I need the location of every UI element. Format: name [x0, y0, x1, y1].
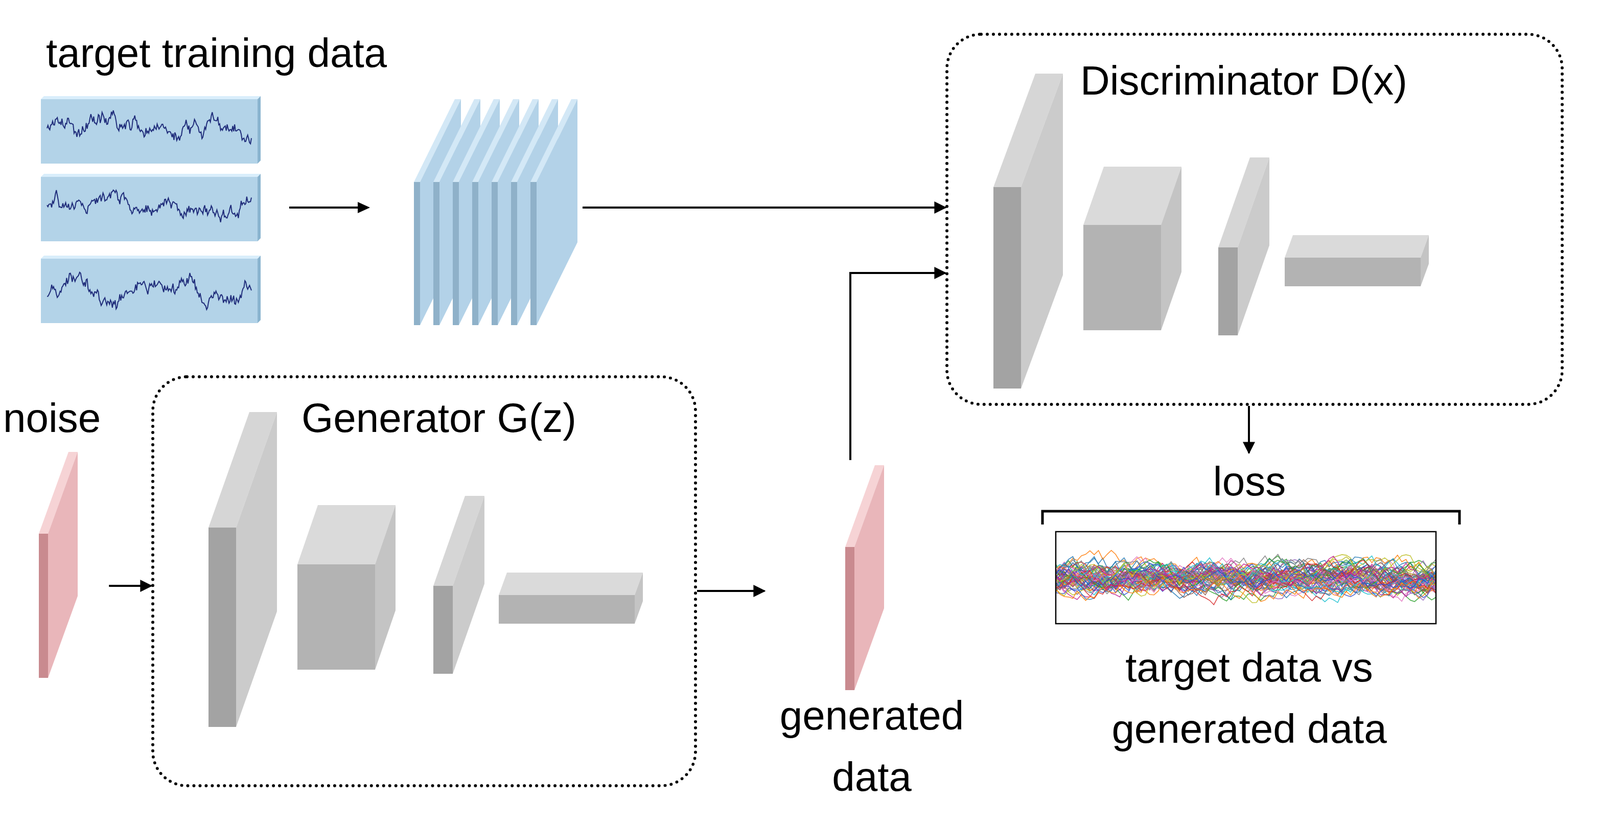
node-title: Discriminator D(x)	[1080, 56, 1408, 106]
layer-side	[1420, 235, 1429, 287]
signal-waveform	[47, 190, 252, 223]
panel-side	[257, 173, 261, 242]
layer-front	[498, 594, 635, 624]
network-layer	[993, 73, 1063, 389]
layer-side	[236, 411, 277, 727]
data-panel	[40, 173, 261, 242]
layer-front	[511, 181, 518, 326]
layer-side	[375, 504, 396, 670]
layer-front	[491, 181, 498, 326]
internal-arrow	[289, 201, 370, 214]
layer-side	[48, 451, 78, 678]
data-slice	[433, 99, 481, 326]
data-slice	[530, 99, 578, 326]
layer-front	[530, 181, 537, 326]
panel-face	[40, 99, 258, 164]
layer-front	[433, 181, 440, 326]
layer-front	[208, 527, 237, 727]
data-panel	[40, 255, 261, 323]
layer-front	[1218, 247, 1238, 336]
data-slice	[452, 99, 500, 326]
node-title: generated data	[764, 684, 980, 808]
signal-waveform	[47, 110, 252, 144]
layer-side	[1021, 73, 1063, 389]
arrow-connector	[108, 584, 152, 587]
layer-top	[1284, 235, 1429, 258]
arrow-connector	[1247, 405, 1250, 453]
node-title: loss	[1032, 456, 1467, 506]
generator-box: Generator G(z)	[151, 375, 698, 787]
discriminator-box: Discriminator D(x)	[945, 32, 1564, 406]
data-panel	[40, 96, 261, 164]
data-slice	[491, 99, 539, 326]
noise-vector: noise	[3, 393, 109, 680]
panel-face	[40, 258, 258, 323]
panel-top	[40, 96, 261, 100]
generated-data-vector: generated data	[764, 459, 988, 813]
noise-slab	[38, 451, 78, 678]
layer-front	[413, 181, 421, 326]
node-title: target training data	[45, 28, 387, 78]
plot-frame	[1055, 531, 1436, 624]
bracket	[1042, 511, 1460, 525]
layer-side	[452, 495, 485, 674]
arrow-connector	[582, 206, 946, 209]
network-layer	[297, 504, 396, 670]
training-data-group: target training data	[40, 28, 583, 331]
layer-front	[472, 181, 479, 326]
loss-panel: loss target data vs generated data	[1032, 452, 1475, 770]
layer-side	[1161, 166, 1182, 331]
arrow-connector	[850, 272, 946, 460]
panel-side	[257, 255, 261, 323]
node-title: Generator G(z)	[301, 393, 577, 443]
network-layer	[208, 411, 277, 727]
network-layer	[433, 495, 485, 674]
layer-front	[993, 187, 1022, 389]
arrow-connector	[697, 589, 765, 592]
layer-front	[452, 181, 459, 326]
panel-top	[40, 173, 261, 177]
network-layer	[1284, 235, 1429, 287]
data-slice	[413, 99, 461, 326]
data-slice	[472, 99, 520, 326]
layer-front	[297, 564, 376, 670]
network-layer	[498, 572, 643, 624]
layer-side	[854, 465, 885, 690]
layer-front	[433, 585, 453, 674]
panel-face	[40, 176, 258, 242]
generated-slab	[845, 465, 885, 690]
layer-front	[845, 546, 855, 690]
layer-front	[38, 533, 49, 678]
node-caption: target data vs generated data	[1109, 636, 1389, 760]
node-title: noise	[3, 393, 101, 443]
layer-top	[498, 572, 643, 595]
layer-side	[536, 99, 578, 326]
panel-top	[40, 255, 261, 259]
layer-front	[1284, 257, 1421, 287]
layer-side	[1237, 157, 1270, 336]
layer-front	[1083, 224, 1162, 331]
network-layer	[1218, 157, 1270, 336]
network-layer	[1083, 166, 1182, 331]
panel-side	[257, 96, 261, 164]
loss-plot-lines	[1055, 550, 1436, 605]
signal-waveform	[47, 272, 252, 310]
layer-side	[634, 572, 643, 624]
